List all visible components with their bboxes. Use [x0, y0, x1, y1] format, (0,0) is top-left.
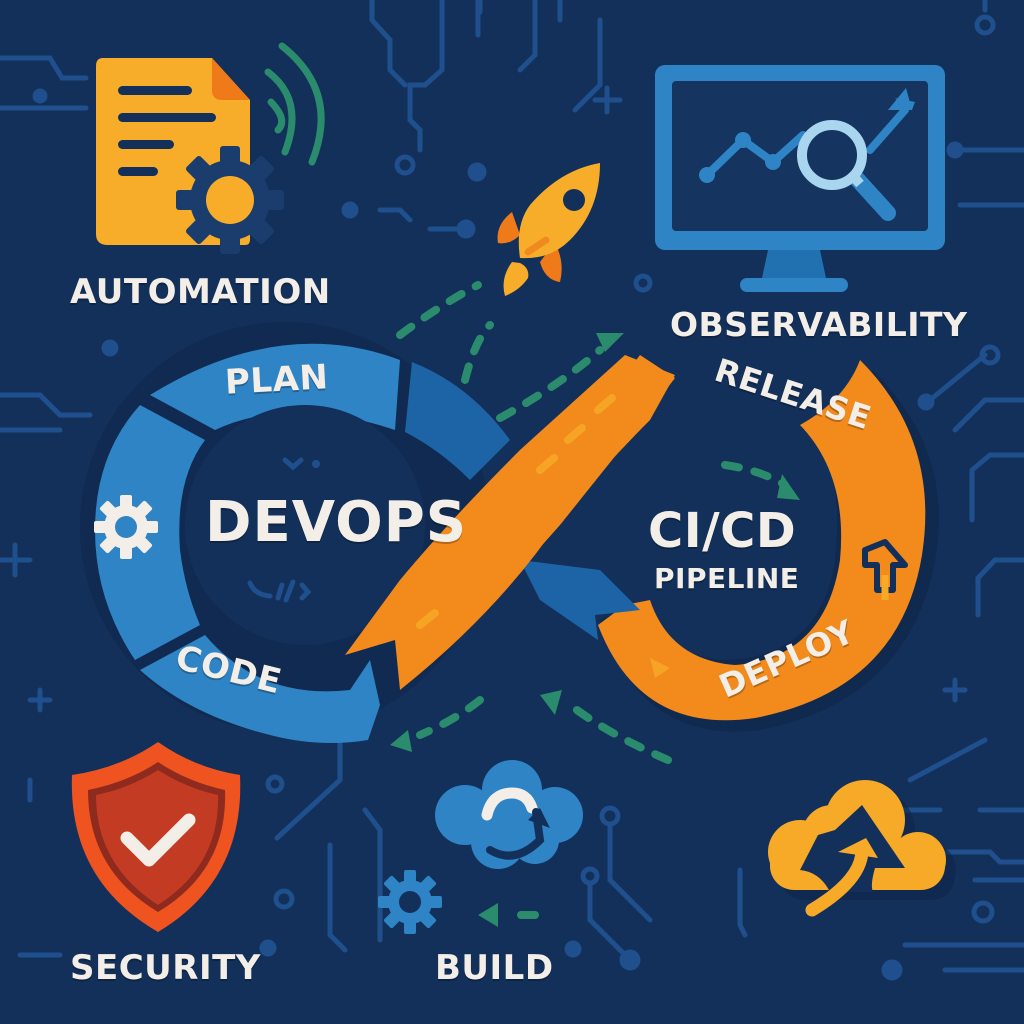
arrowheads [390, 333, 800, 927]
pipeline-subtitle: PIPELINE [654, 562, 800, 595]
rocket-icon [497, 163, 600, 296]
infinity-crossing [345, 355, 675, 690]
document-gear-icon [96, 42, 325, 254]
flow-arrows [396, 281, 789, 919]
cloud-upload-icon [768, 780, 956, 917]
monitor-chart-magnifier-icon [655, 65, 945, 292]
shield-check-icon [71, 742, 241, 932]
plan-label: PLAN [224, 357, 330, 403]
automation-label: AUTOMATION [70, 272, 331, 312]
cicd-title: CI/CD [648, 503, 797, 559]
cloud-sync-icon [378, 760, 583, 934]
cicd-loop [598, 360, 939, 732]
gear-icon [94, 495, 158, 559]
observability-label: OBSERVABILITY [670, 305, 968, 344]
devops-title: DEVOPS [205, 490, 468, 555]
security-label: SECURITY [70, 948, 261, 988]
small-gear-icon [378, 870, 442, 934]
build-label: BUILD [435, 948, 554, 988]
circuit-traces [0, 0, 1024, 981]
